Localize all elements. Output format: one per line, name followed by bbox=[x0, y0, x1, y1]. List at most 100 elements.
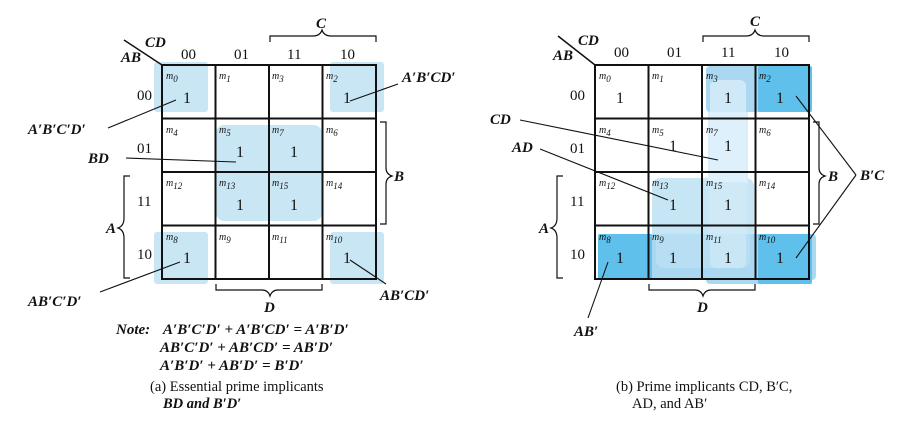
map-a-row-vars: AB bbox=[120, 50, 141, 66]
map-b-grid bbox=[557, 35, 810, 280]
svg-text:m10: m10 bbox=[326, 232, 343, 245]
group-bc-dark bbox=[758, 234, 812, 284]
map-a: AB CD 00 01 11 10 00 01 11 10 C B A D m0… bbox=[27, 16, 456, 412]
callout-ab: AB′ bbox=[573, 324, 598, 340]
group-m8 bbox=[154, 232, 208, 284]
map-b-cell: m01 bbox=[599, 71, 624, 107]
map-a-cell: m1 bbox=[219, 71, 231, 84]
map-a-col-header: 00 bbox=[181, 47, 196, 63]
svg-text:m5: m5 bbox=[219, 125, 231, 138]
map-a-col-header: 01 bbox=[234, 47, 249, 63]
map-b-brace-d: D bbox=[696, 300, 708, 316]
svg-text:1: 1 bbox=[776, 90, 784, 107]
map-b-brace-b: B bbox=[827, 169, 838, 185]
svg-text:m2: m2 bbox=[326, 71, 338, 84]
map-b-braces bbox=[549, 28, 827, 298]
map-b-cell: m4 bbox=[599, 125, 611, 138]
svg-text:m0: m0 bbox=[166, 71, 178, 84]
map-a-cell: m81 bbox=[166, 232, 191, 267]
svg-text:m4: m4 bbox=[599, 125, 611, 138]
svg-text:1: 1 bbox=[183, 90, 191, 107]
map-b-cell: m31 bbox=[706, 71, 732, 107]
svg-text:1: 1 bbox=[290, 144, 298, 161]
callout-b-c: B′C bbox=[859, 168, 885, 184]
map-b-col-header: 00 bbox=[614, 45, 629, 61]
callout-a-b-cd: A′B′CD′ bbox=[401, 70, 456, 86]
svg-text:1: 1 bbox=[343, 90, 351, 107]
map-b-row-header: 11 bbox=[570, 194, 584, 210]
svg-text:1: 1 bbox=[669, 250, 677, 267]
map-a-col-header: 11 bbox=[287, 47, 301, 63]
callout-cd: CD bbox=[490, 112, 511, 128]
svg-text:m15: m15 bbox=[706, 178, 723, 191]
map-b-cell: m12 bbox=[599, 178, 616, 191]
map-a-braces bbox=[116, 28, 394, 298]
svg-text:m13: m13 bbox=[219, 178, 236, 191]
svg-text:1: 1 bbox=[669, 138, 677, 155]
svg-text:1: 1 bbox=[776, 250, 784, 267]
svg-text:m13: m13 bbox=[652, 178, 669, 191]
svg-text:1: 1 bbox=[290, 197, 298, 214]
map-b-groups bbox=[598, 66, 816, 284]
svg-text:m8: m8 bbox=[166, 232, 178, 245]
svg-text:m11: m11 bbox=[272, 232, 288, 245]
map-b-row-header: 01 bbox=[570, 141, 585, 157]
svg-text:m7: m7 bbox=[272, 125, 284, 138]
map-a-cell: m12 bbox=[166, 178, 183, 191]
svg-text:m2: m2 bbox=[759, 71, 771, 84]
group-ab-dark bbox=[598, 234, 652, 280]
group-m2 bbox=[330, 62, 384, 112]
svg-text:m1: m1 bbox=[652, 71, 664, 84]
svg-text:1: 1 bbox=[669, 197, 677, 214]
map-a-cell: m4 bbox=[166, 125, 178, 138]
map-b-row-vars: AB bbox=[552, 48, 573, 64]
map-b-brace-a: A bbox=[538, 221, 549, 237]
map-a-brace-a: A bbox=[105, 221, 116, 237]
map-a-brace-b: B bbox=[393, 169, 404, 185]
svg-text:m3: m3 bbox=[706, 71, 718, 84]
svg-text:m5: m5 bbox=[652, 125, 664, 138]
map-b-cell: m2 1 bbox=[759, 71, 784, 107]
map-a-cell: m14 bbox=[326, 178, 343, 191]
map-b-col-header: 01 bbox=[667, 45, 682, 61]
svg-text:1: 1 bbox=[236, 144, 244, 161]
svg-text:m9: m9 bbox=[219, 232, 231, 245]
map-a-row-header: 00 bbox=[137, 88, 152, 104]
svg-text:1: 1 bbox=[724, 197, 732, 214]
map-b-cell: m9 1 bbox=[652, 232, 677, 267]
svg-text:m9: m9 bbox=[652, 232, 664, 245]
map-a-callout-lines bbox=[99, 83, 399, 293]
map-b-cell: m81 bbox=[599, 232, 624, 267]
callout-ad: AD bbox=[511, 140, 533, 156]
svg-text:m4: m4 bbox=[166, 125, 178, 138]
group-m0 bbox=[154, 62, 208, 112]
map-a-cell: m2 1 bbox=[326, 71, 351, 107]
svg-text:m3: m3 bbox=[272, 71, 284, 84]
map-b: AB CD 00 01 11 10 00 01 11 10 C B A D m0… bbox=[490, 14, 885, 412]
map-a-brace-c: C bbox=[316, 16, 327, 32]
map-a-row-header: 10 bbox=[137, 247, 152, 263]
map-a-cell: m6 bbox=[326, 125, 338, 138]
map-a-col-header: 10 bbox=[340, 47, 355, 63]
svg-text:1: 1 bbox=[724, 250, 732, 267]
map-a-cell: m5 1 bbox=[219, 125, 244, 161]
map-b-brace-c: C bbox=[750, 14, 761, 30]
svg-text:m12: m12 bbox=[599, 178, 616, 191]
svg-text:m14: m14 bbox=[759, 178, 776, 191]
map-b-col-header: 11 bbox=[721, 45, 735, 61]
note-line: AB′C′D′ + AB′CD′ = AB′D′ bbox=[159, 340, 333, 356]
caption-a: BD and B′D′ bbox=[162, 396, 241, 412]
map-a-grid bbox=[123, 39, 377, 280]
svg-text:1: 1 bbox=[616, 90, 624, 107]
callout-a-b-c-d: A′B′C′D′ bbox=[27, 122, 86, 138]
map-a-row-header: 11 bbox=[137, 194, 151, 210]
note-line: A′B′C′D′ + A′B′CD′ = A′B′D′ bbox=[162, 322, 349, 338]
map-a-cell: m9 bbox=[219, 232, 231, 245]
svg-text:m1: m1 bbox=[219, 71, 231, 84]
note-label: Note: bbox=[115, 322, 150, 338]
svg-text:m15: m15 bbox=[272, 178, 289, 191]
